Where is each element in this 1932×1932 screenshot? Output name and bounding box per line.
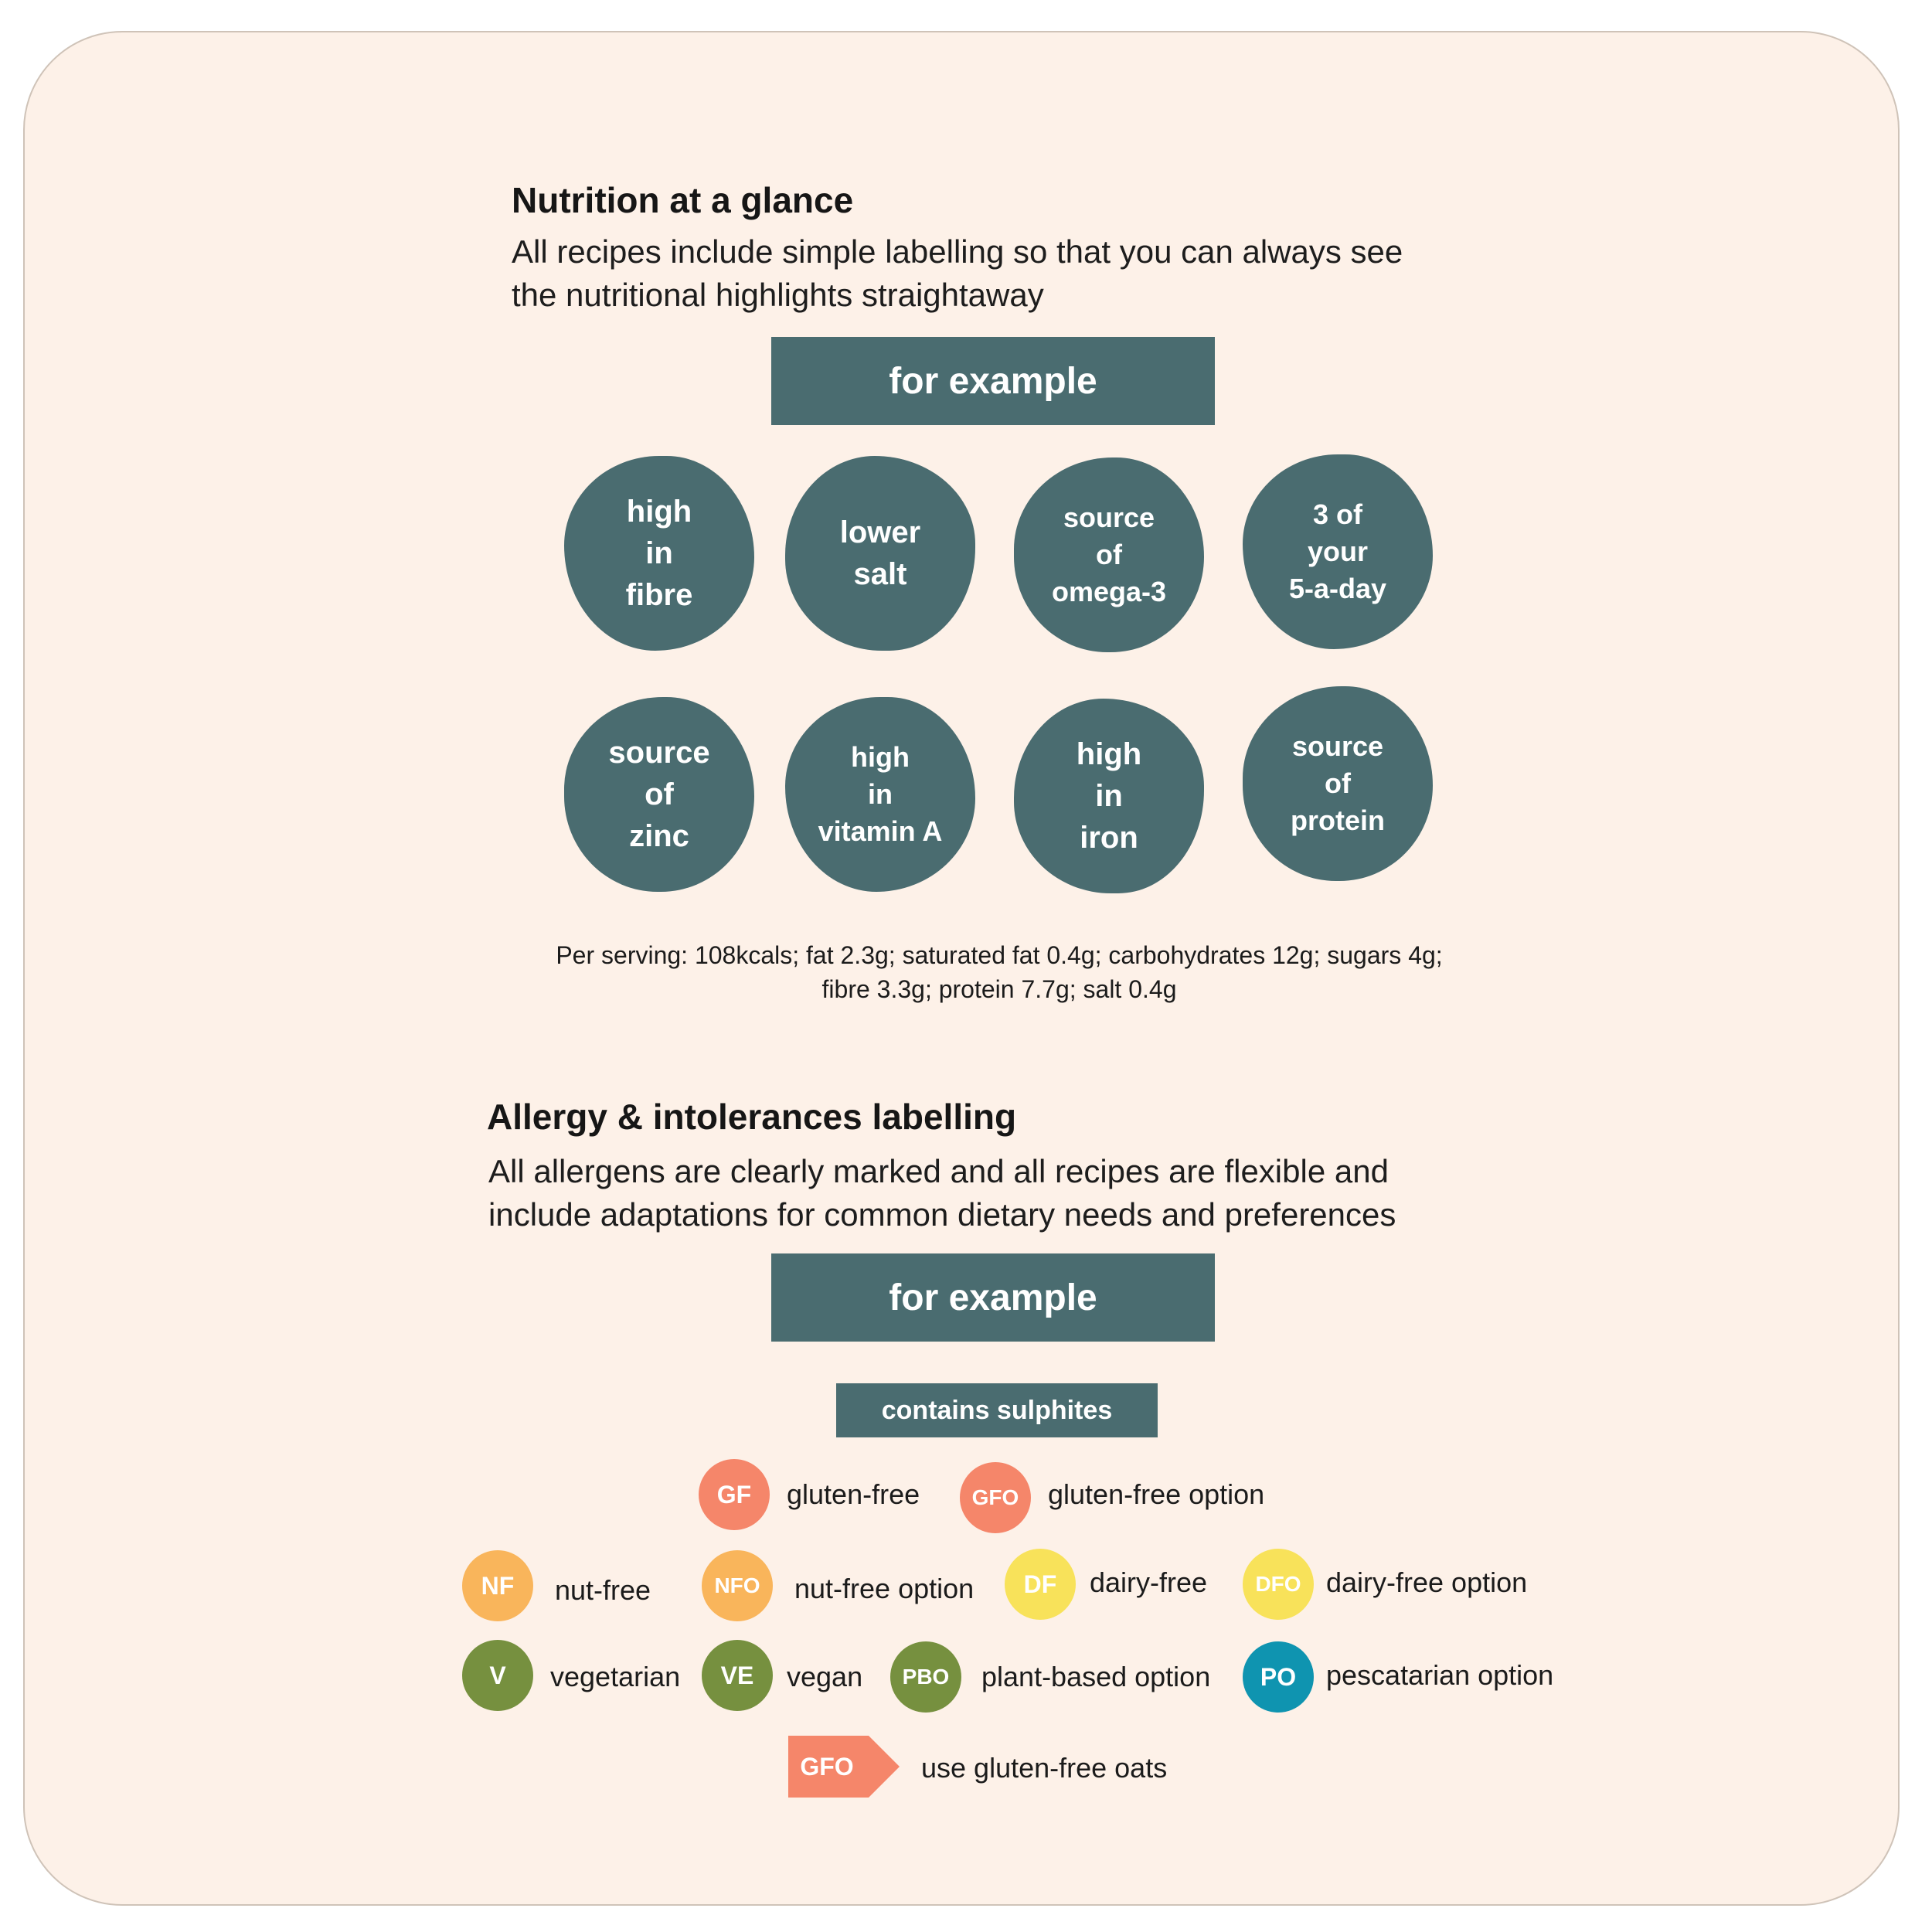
v-label: vegetarian [550,1661,681,1692]
contains-sulphites-label: contains sulphites [836,1383,1158,1437]
allergy-title: Allergy & intolerances labelling [487,1097,1017,1137]
pbo-badge: PBO [890,1641,961,1713]
nutrition-description: All recipes include simple labelling so … [512,233,1403,313]
df-label: dairy-free [1090,1566,1208,1598]
per-serving-info: Per serving: 108kcals; fat 2.3g; saturat… [556,941,1443,1003]
tag-label: use gluten-free oats [921,1752,1168,1784]
gfo-badge: GFO [960,1462,1031,1533]
nutrition-title: Nutrition at a glance [512,180,854,220]
gfo-label: gluten-free option [1048,1478,1265,1510]
nf-label: nut-free [555,1574,651,1606]
nfo-badge: NFO [702,1550,773,1621]
arrow-tag-icon: GFO [788,1736,900,1798]
tag-code: GFO [800,1752,854,1781]
ve-label: vegan [787,1661,863,1692]
nfo-label: nut-free option [794,1573,975,1604]
nf-badge: NF [462,1550,533,1621]
v-badge: V [462,1640,533,1711]
ve-badge: VE [702,1640,773,1711]
po-label: pescatarian option [1326,1659,1554,1691]
dfo-badge: DFO [1243,1549,1314,1620]
allergy-example-banner: for example [771,1253,1215,1342]
pbo-label: plant-based option [981,1661,1211,1692]
df-badge: DF [1005,1549,1076,1620]
po-badge: PO [1243,1641,1314,1713]
nutrition-example-banner: for example [771,337,1215,425]
dfo-label: dairy-free option [1326,1566,1528,1598]
gf-label: gluten-free [787,1478,920,1510]
allergy-description: All allergens are clearly marked and all… [488,1153,1396,1233]
gf-badge: GF [699,1459,770,1530]
